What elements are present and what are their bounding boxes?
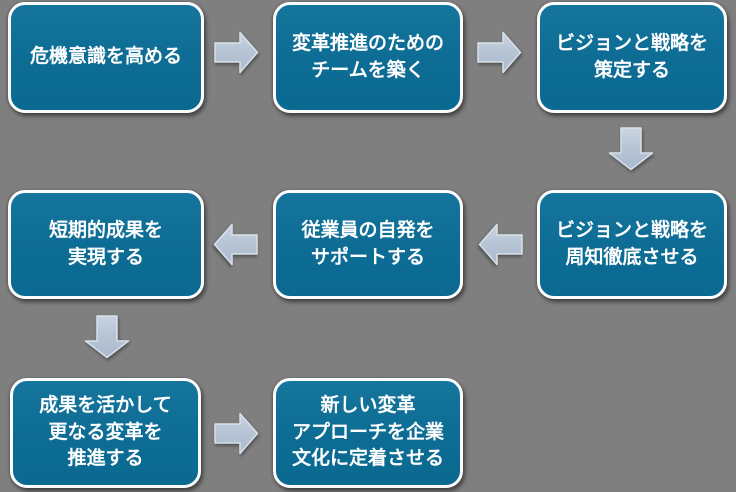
step-label: 危機意識を高める	[29, 46, 182, 68]
step-box-anchor-culture: 新しい変革 アプローチを企業 文化に定着させる	[273, 378, 463, 488]
arrow-right-icon	[214, 31, 259, 74]
arrow-right-icon	[214, 412, 259, 455]
step-box-raise-urgency: 危機意識を高める	[8, 2, 204, 113]
step-label: 成果を活かして 更なる変革を 推進する	[39, 395, 172, 470]
step-label: 短期的成果を 実現する	[48, 219, 163, 268]
step-label: 新しい変革 アプローチを企業 文化に定着させる	[291, 395, 444, 470]
step-box-support-employees: 従業員の自発を サポートする	[273, 190, 463, 299]
arrow-down-icon	[608, 127, 654, 171]
step-box-communicate-vision: ビジョンと戦略を 周知徹底させる	[537, 190, 727, 299]
step-label: 従業員の自発を サポートする	[301, 219, 435, 268]
step-box-create-vision: ビジョンと戦略を 策定する	[537, 2, 727, 113]
step-box-build-team: 変革推進のための チームを築く	[273, 2, 463, 113]
step-box-short-term-wins: 短期的成果を 実現する	[8, 190, 204, 299]
step-label: ビジョンと戦略を 策定する	[555, 32, 708, 81]
step-box-build-on-change: 成果を活かして 更なる変革を 推進する	[10, 378, 201, 488]
arrow-right-icon	[477, 31, 522, 74]
step-label: ビジョンと戦略を 周知徹底させる	[555, 219, 708, 268]
arrow-left-icon	[213, 223, 258, 266]
arrow-left-icon	[478, 223, 523, 266]
step-label: 変革推進のための チームを築く	[291, 32, 444, 81]
arrow-down-icon	[84, 315, 130, 359]
